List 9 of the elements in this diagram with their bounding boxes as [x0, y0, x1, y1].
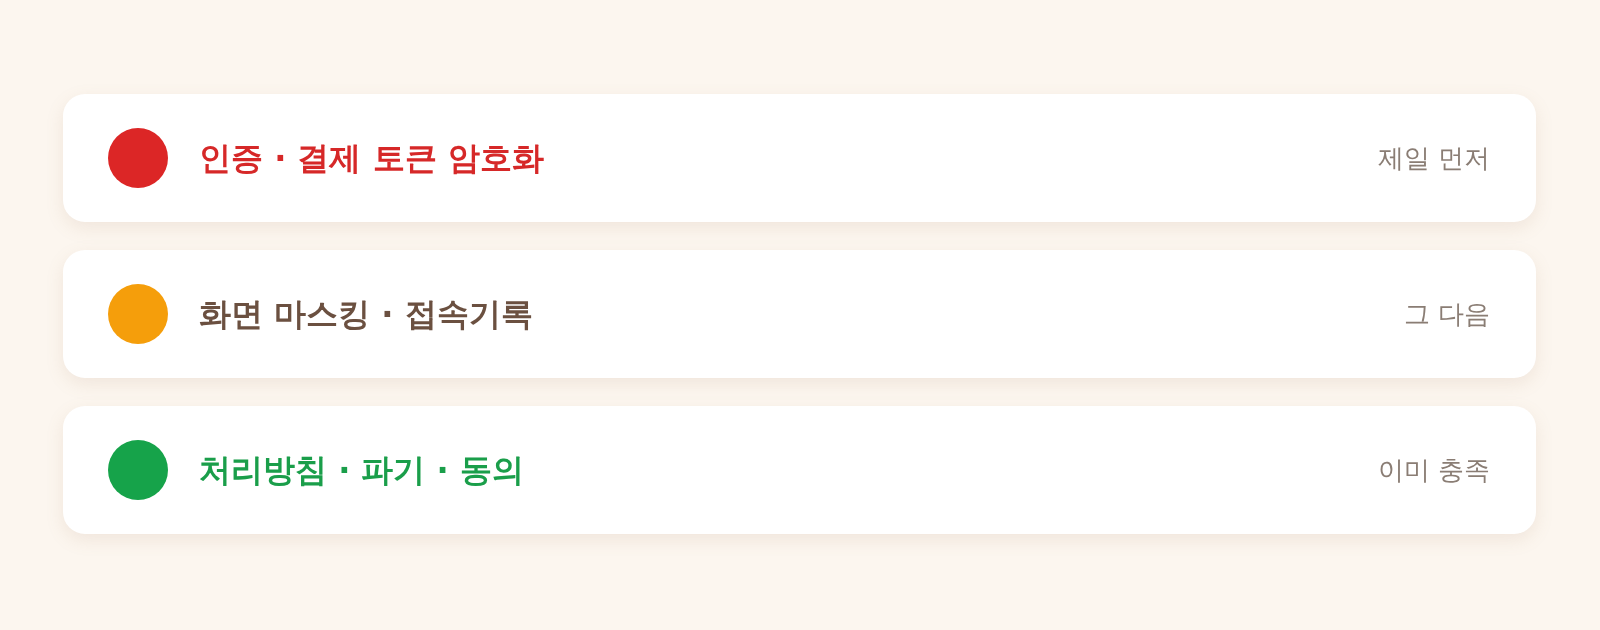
list-card — [63, 94, 1536, 222]
heading: 처리방침 · 파기 · 동의 — [199, 450, 524, 491]
list-card — [63, 250, 1536, 378]
heading: 인증 · 결제 토큰 암호화 — [199, 138, 544, 179]
status-label: 그 다음 — [1403, 298, 1490, 331]
status-label: 이미 충족 — [1377, 454, 1490, 487]
list-card — [63, 406, 1536, 534]
heading: 화면 마스킹 · 접속기록 — [199, 294, 533, 335]
status-label: 제일 먼저 — [1377, 142, 1490, 175]
